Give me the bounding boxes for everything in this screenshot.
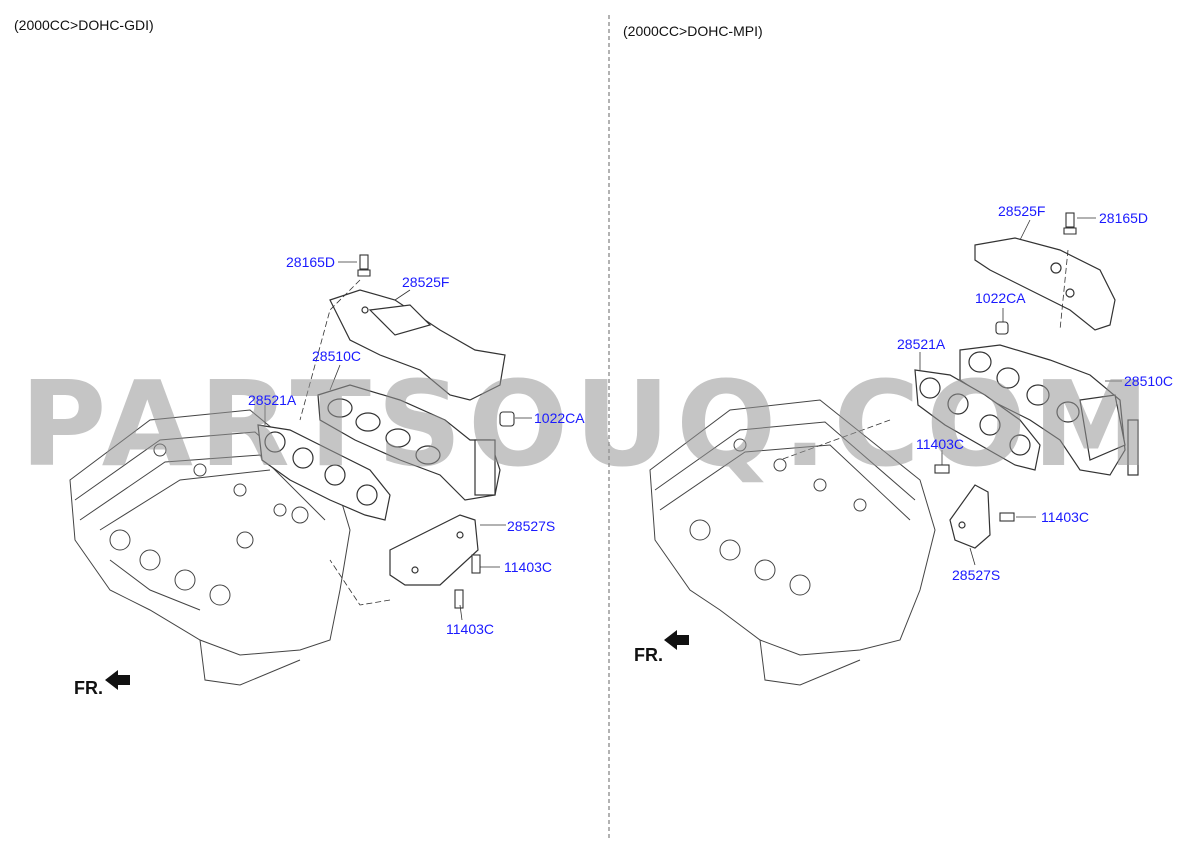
front-label-right: FR. <box>634 645 663 665</box>
part-link-11403c[interactable]: 11403C <box>916 436 965 452</box>
front-arrow-right <box>664 630 689 650</box>
part-link-1022ca[interactable]: 1022CA <box>975 290 1026 306</box>
leader-lines-left <box>264 261 532 621</box>
leader-lines-right <box>779 217 1122 566</box>
part-link-28521a[interactable]: 28521A <box>897 336 946 352</box>
part-link-28525f[interactable]: 28525F <box>998 203 1046 219</box>
gasket-left-drawing <box>257 424 391 521</box>
part-link-28527s[interactable]: 28527S <box>952 567 1001 583</box>
part-link-11403c[interactable]: 11403C <box>504 559 553 575</box>
bracket-left-drawing <box>389 514 479 586</box>
gasket-right-drawing <box>914 369 1041 471</box>
bracket-right-drawing <box>949 484 991 549</box>
part-link-28165d[interactable]: 28165D <box>1099 210 1149 226</box>
front-arrow-left <box>105 670 130 690</box>
part-link-11403c[interactable]: 11403C <box>1041 509 1090 525</box>
heat-shield-left-drawing <box>329 289 506 401</box>
small-parts-right-drawing <box>934 212 1077 522</box>
front-label-left: FR. <box>74 678 103 698</box>
small-parts-left-drawing <box>357 254 515 609</box>
exhaust-manifold-right-drawing <box>959 344 1139 476</box>
part-link-28165d[interactable]: 28165D <box>286 254 336 270</box>
section-title-gdi: (2000CC>DOHC-GDI) <box>14 17 154 33</box>
engine-block-right-drawing <box>649 399 936 686</box>
part-link-28510c[interactable]: 28510C <box>312 348 362 364</box>
part-link-1022ca[interactable]: 1022CA <box>534 410 585 426</box>
part-link-28521a[interactable]: 28521A <box>248 392 297 408</box>
part-link-28510c[interactable]: 28510C <box>1124 373 1174 389</box>
section-title-mpi: (2000CC>DOHC-MPI) <box>623 23 763 39</box>
exhaust-manifold-left-drawing <box>317 384 501 501</box>
part-link-28525f[interactable]: 28525F <box>402 274 450 290</box>
part-link-28527s[interactable]: 28527S <box>507 518 556 534</box>
heat-shield-right-drawing <box>974 237 1116 331</box>
part-link-11403c[interactable]: 11403C <box>446 621 495 637</box>
